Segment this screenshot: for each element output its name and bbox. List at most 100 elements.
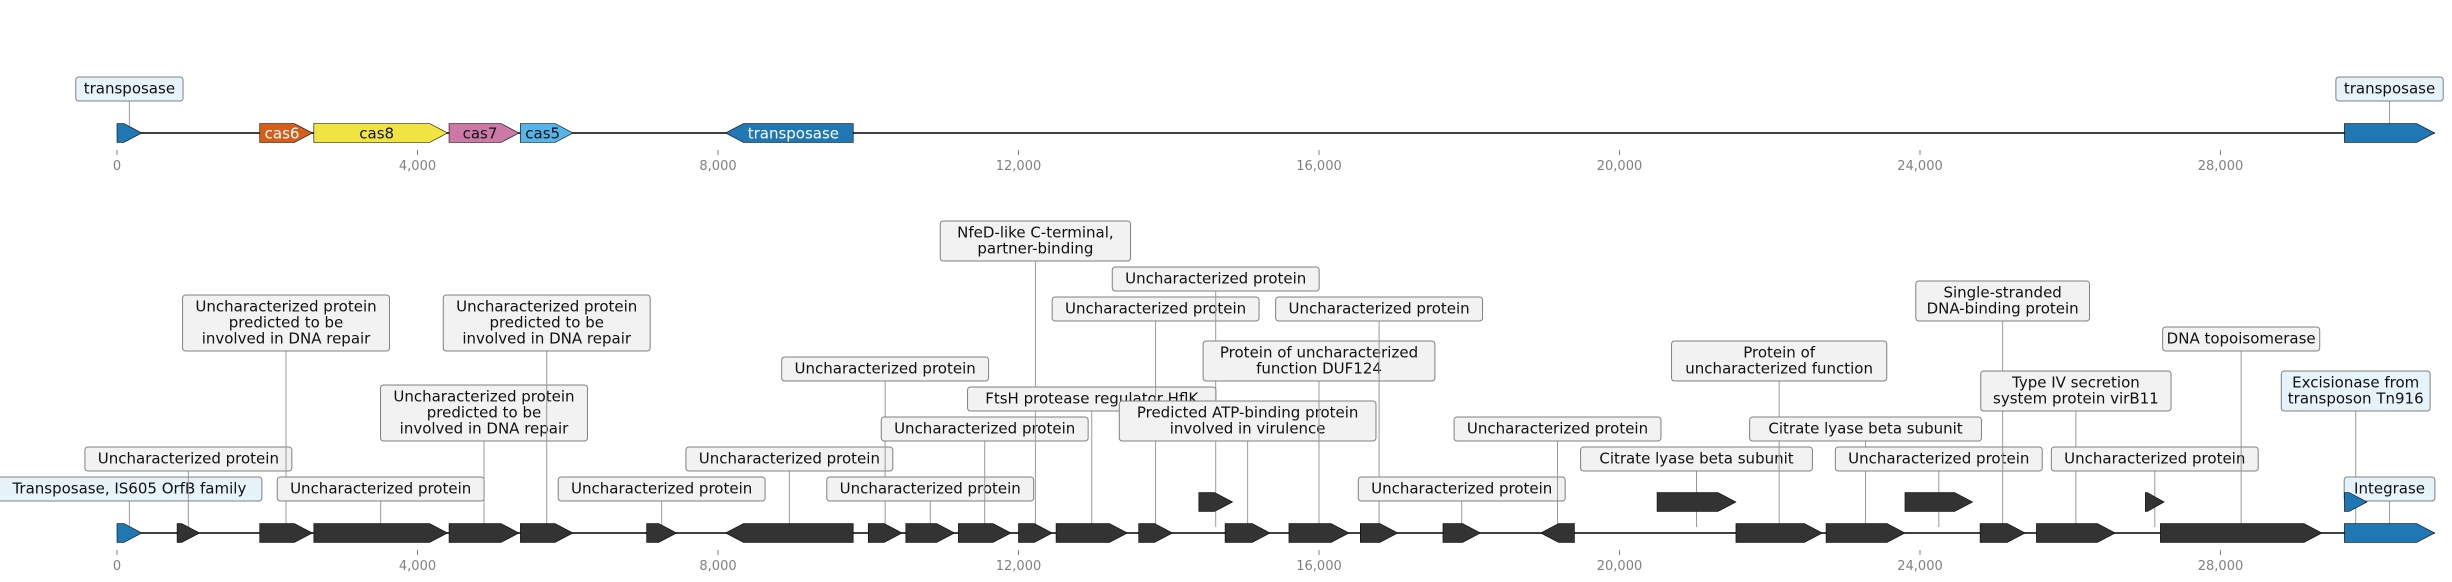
annotation-text: Transposase, IS605 OrfB family [11, 480, 246, 498]
annotation-box [2335, 76, 2444, 102]
bottom-annotation: Uncharacterized protein [826, 476, 1035, 527]
axis-tick-label: 8,000 [699, 559, 736, 574]
annotation-text: Uncharacterized protein [1288, 300, 1469, 318]
top-gene-arrow [116, 123, 143, 143]
bottom-gene-arrow [1055, 523, 1129, 543]
annotation-text: Uncharacterized protein [1848, 450, 2029, 468]
annotation-text: involved in virulence [1170, 420, 1326, 438]
top-gene-arrow [448, 123, 520, 143]
annotation-box [1357, 476, 1566, 502]
annotation-text: Excisionase from [2292, 374, 2419, 392]
annotation-text: NfeD-like C-terminal, [957, 224, 1114, 242]
annotation-box [2050, 446, 2259, 472]
annotation-box [826, 476, 1035, 502]
annotation-box [557, 476, 766, 502]
annotation-box [1453, 416, 1662, 442]
bottom-annotation: Uncharacterized protein [1111, 266, 1320, 527]
annotation-box [380, 384, 588, 442]
annotation-box [1275, 296, 1484, 322]
bottom-gene-arrow [2160, 523, 2323, 543]
bottom-gene-arrow [1138, 523, 1174, 543]
annotation-text: uncharacterized function [1685, 360, 1873, 378]
bottom-gene-arrow [905, 523, 956, 543]
annotation-text: Predicted ATP-binding protein [1137, 404, 1359, 422]
top-gene-arrow [2344, 123, 2436, 143]
annotation-text: predicted to be [427, 404, 542, 422]
annotation-text: transposase [2344, 80, 2435, 98]
axis-tick-label: 20,000 [1597, 559, 1643, 574]
annotation-box [1051, 296, 1260, 322]
bottom-gene-arrow [1656, 492, 1737, 512]
axis-tick-label: 24,000 [1897, 159, 1943, 174]
bottom-annotation: NfeD-like C-terminal,partner-binding [939, 220, 1132, 527]
axis-tick-label: 12,000 [996, 559, 1042, 574]
top-gene-label: cas7 [463, 125, 498, 143]
axis-tick-label: 12,000 [996, 159, 1042, 174]
top-gene-label: cas8 [359, 125, 394, 143]
annotation-box [1980, 370, 2172, 412]
annotation-text: involved in DNA repair [462, 330, 631, 348]
annotation-text: DNA topoisomerase [2167, 330, 2316, 348]
top-gene-arrow [259, 123, 313, 143]
annotation-text: Uncharacterized protein [456, 298, 637, 316]
annotation-box [75, 76, 184, 102]
bottom-annotation: Uncharacterized protein [781, 356, 990, 527]
annotation-box [1749, 416, 1982, 442]
annotation-box [442, 294, 651, 352]
annotation-box [182, 294, 390, 352]
bottom-gene-arrow [259, 523, 313, 543]
annotation-box [781, 356, 990, 382]
bottom-annotation: Integrase [2343, 476, 2436, 527]
annotation-text: Uncharacterized protein [1371, 480, 1552, 498]
annotation-box [1580, 446, 1813, 472]
annotation-box [1834, 446, 2043, 472]
bottom-gene-arrow [520, 523, 574, 543]
bottom-gene-arrow [448, 523, 520, 543]
bottom-annotation: Uncharacterized protein [880, 416, 1089, 527]
annotation-text: Citrate lyase beta subunit [1599, 450, 1793, 468]
bottom-annotation: Uncharacterized protein [1834, 446, 2043, 527]
annotation-text: Type IV secretion [2011, 374, 2140, 392]
annotation-text: Integrase [2354, 480, 2425, 498]
top-gene-arrow [724, 123, 854, 143]
annotation-box [1111, 266, 1320, 292]
bottom-gene-arrow [1198, 492, 1234, 512]
bottom-gene-arrow [1979, 523, 2026, 543]
bottom-gene-arrow [313, 523, 449, 543]
annotation-text: predicted to be [489, 314, 604, 332]
annotation-text: Uncharacterized protein [2064, 450, 2245, 468]
annotation-text: Citrate lyase beta subunit [1768, 420, 1962, 438]
annotation-box [2280, 370, 2431, 412]
annotation-text: Uncharacterized protein [571, 480, 752, 498]
bottom-annotation: Transposase, IS605 OrfB family [0, 476, 263, 527]
bottom-gene-arrow [2344, 492, 2368, 512]
annotation-box [1671, 340, 1888, 382]
annotation-text: Protein of uncharacterized [1220, 344, 1418, 362]
axis-tick-label: 0 [113, 559, 121, 574]
bottom-gene-arrow [724, 523, 854, 543]
annotation-box [84, 446, 293, 472]
top-gene-arrow [520, 123, 574, 143]
bottom-gene-arrow [2036, 523, 2116, 543]
annotation-text: Uncharacterized protein [1467, 420, 1648, 438]
bottom-annotation: Uncharacterized protein [84, 446, 293, 527]
axis-tick-label: 16,000 [1296, 559, 1342, 574]
bottom-gene-arrow [1735, 523, 1823, 543]
annotation-text: Uncharacterized protein [699, 450, 880, 468]
annotation-text: Uncharacterized protein [894, 420, 1075, 438]
annotation-text: Uncharacterized protein [195, 298, 376, 316]
top-gene-arrow [313, 123, 449, 143]
top-gene-label: transposase [748, 125, 839, 143]
bottom-gene-arrow [1904, 492, 1974, 512]
bottom-annotation: Uncharacterized protein [276, 476, 485, 527]
annotation-text: Uncharacterized protein [1065, 300, 1246, 318]
annotation-box [1202, 340, 1436, 382]
axis-tick-label: 4,000 [399, 559, 436, 574]
